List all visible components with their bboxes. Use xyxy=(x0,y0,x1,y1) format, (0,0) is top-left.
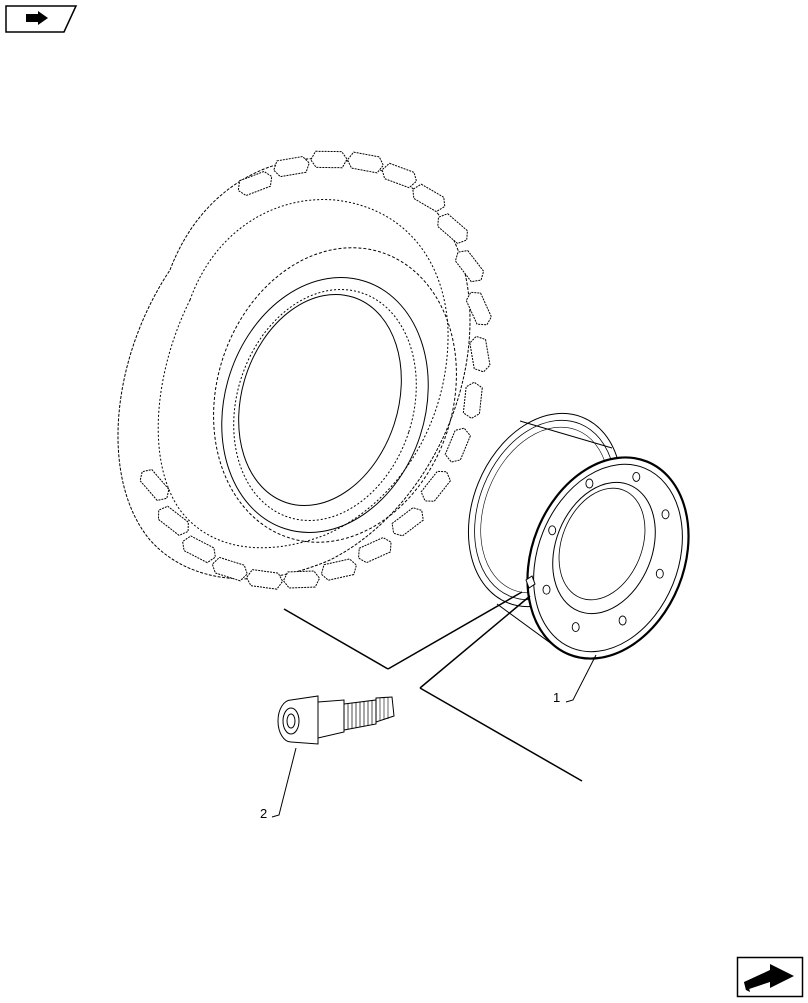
tread-lug xyxy=(320,558,357,581)
tread-lug xyxy=(437,213,468,245)
tread-lug xyxy=(469,335,491,373)
wheel-bolt-holes xyxy=(542,471,670,633)
tread-lug xyxy=(358,537,392,564)
bolt-hole xyxy=(661,509,670,520)
tread-lug xyxy=(465,291,492,326)
callout-2[interactable]: 2 xyxy=(260,806,268,821)
tread-lug xyxy=(273,156,310,178)
tread-lug xyxy=(420,470,452,502)
tread-lug xyxy=(245,569,284,590)
bolt-hole xyxy=(585,478,594,489)
tread-lug xyxy=(310,150,348,169)
tread-lug xyxy=(454,250,485,283)
nav-badge-bottom-right[interactable] xyxy=(736,956,804,998)
previous-page-icon xyxy=(5,5,78,33)
bolt-hole xyxy=(655,568,664,579)
axis-lines xyxy=(283,591,583,782)
tire-tread-lugs xyxy=(139,150,492,590)
tread-lug xyxy=(139,469,170,501)
tread-lug xyxy=(462,381,483,419)
tread-lug xyxy=(346,151,384,174)
bolt-hole xyxy=(548,525,557,536)
tread-lug xyxy=(237,170,273,197)
bolt-hole xyxy=(632,471,641,482)
tread-lug xyxy=(282,570,321,589)
tire-valve xyxy=(277,695,395,745)
tread-lug xyxy=(412,183,446,213)
bolt-hole xyxy=(542,584,551,595)
tread-lug xyxy=(211,556,248,582)
bolt-hole xyxy=(618,615,627,626)
callout-1[interactable]: 1 xyxy=(553,690,561,705)
leader-lines xyxy=(271,654,597,818)
tread-lug xyxy=(182,535,216,564)
next-page-icon xyxy=(736,956,804,998)
tread-lug xyxy=(391,507,424,537)
tread-lug xyxy=(157,505,189,536)
nav-badge-top-left[interactable] xyxy=(4,4,78,34)
tread-lug xyxy=(444,427,471,463)
tread-lug xyxy=(381,162,418,189)
bolt-hole xyxy=(571,622,580,633)
wheel-rim xyxy=(467,412,690,660)
